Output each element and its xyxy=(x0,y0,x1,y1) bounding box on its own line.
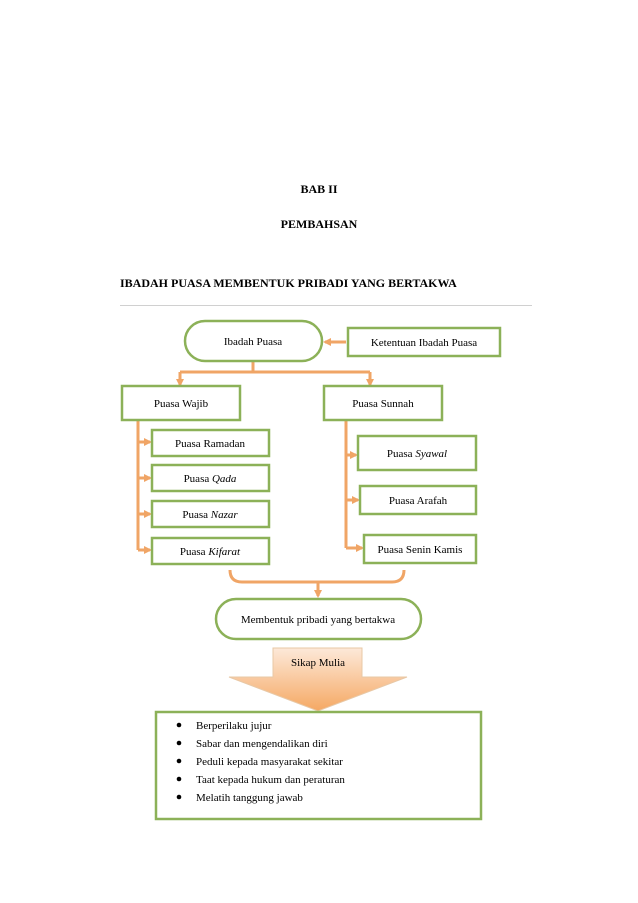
result-node xyxy=(214,597,423,641)
bullet-icon xyxy=(176,758,182,764)
sunnah-node xyxy=(322,384,444,422)
sunnah-item-label: Puasa Senin Kamis xyxy=(378,544,463,556)
rules-label: Ketentuan Ibadah Puasa xyxy=(371,337,477,349)
attitudes-box xyxy=(154,710,483,821)
result-label: Membentuk pribadi yang bertakwa xyxy=(241,614,395,626)
divider xyxy=(120,305,532,306)
wajib-label: Puasa Wajib xyxy=(154,398,209,410)
attitude-arrow xyxy=(228,647,408,712)
rules-node xyxy=(346,326,502,358)
connectors xyxy=(136,338,406,598)
sunnah-label: Puasa Sunnah xyxy=(352,398,414,410)
sunnah-item-senin-kamis xyxy=(362,533,478,565)
wajib-node xyxy=(120,384,242,422)
sunnah-item-label: Puasa Arafah xyxy=(389,495,448,507)
bullet-icon xyxy=(176,722,182,728)
wajib-item-label: Puasa Nazar xyxy=(182,509,238,521)
chapter-heading: BAB II xyxy=(300,182,338,196)
sunnah-item-arafah xyxy=(358,484,478,516)
attitude-item: Melatih tanggung jawab xyxy=(196,792,303,804)
attitude-label: Sikap Mulia xyxy=(291,657,345,669)
attitude-item: Berperilaku jujur xyxy=(196,720,272,732)
bullet-icon xyxy=(176,740,182,746)
wajib-item-label: Puasa Kifarat xyxy=(180,546,241,558)
wajib-item-kifarat xyxy=(150,536,271,566)
sunnah-item-syawal xyxy=(356,434,478,472)
attitudes-list: Berperilaku jujur Sabar dan mengendalika… xyxy=(176,720,345,804)
bullet-icon xyxy=(176,776,182,782)
attitude-item: Peduli kepada masyarakat sekitar xyxy=(196,756,343,768)
sunnah-item-label: Puasa Syawal xyxy=(387,448,447,460)
section-heading: PEMBAHSAN xyxy=(280,217,358,231)
wajib-item-label: Puasa Qada xyxy=(184,473,237,485)
subtitle-heading: IBADAH PUASA MEMBENTUK PRIBADI YANG BERT… xyxy=(120,276,457,290)
root-label: Ibadah Puasa xyxy=(224,336,282,348)
attitude-item: Sabar dan mengendalikan diri xyxy=(196,738,328,750)
wajib-item-nazar xyxy=(150,499,271,529)
bullet-icon xyxy=(176,794,182,800)
root-node xyxy=(183,319,324,363)
wajib-item-qada xyxy=(150,463,271,493)
attitude-item: Taat kepada hukum dan peraturan xyxy=(196,774,345,786)
wajib-item-label: Puasa Ramadan xyxy=(175,438,245,450)
connector-merge xyxy=(228,569,406,584)
wajib-item-ramadan xyxy=(150,428,271,458)
